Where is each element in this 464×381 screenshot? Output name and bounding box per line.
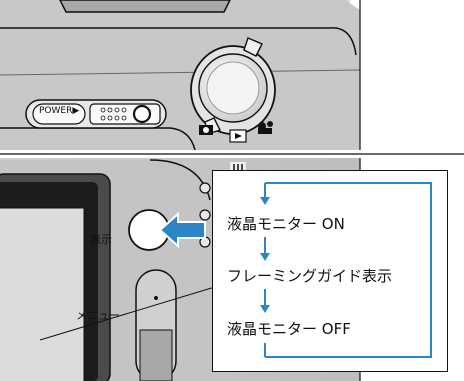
movie-mode-icon [258, 121, 273, 134]
power-switch[interactable] [25, 99, 167, 129]
display-button-label: 表示 [90, 233, 112, 246]
camera-back-panel [0, 158, 361, 381]
step-framing-guide: フレーミングガイド表示 [227, 267, 393, 285]
power-label: POWER▶ [39, 106, 80, 116]
menu-label: メニュー [76, 309, 120, 322]
press-arrow-icon [158, 211, 206, 249]
step-monitor-on: 液晶モニター ON [227, 215, 345, 233]
camera-mode-icon [199, 125, 213, 135]
playback-mode-icon [229, 129, 247, 143]
cycle-diagram [260, 182, 432, 358]
display-mode-callout: 液晶モニター ON フレーミングガイド表示 液晶モニター OFF [212, 170, 448, 372]
step-monitor-off: 液晶モニター OFF [227, 320, 351, 338]
mode-dial[interactable] [190, 37, 276, 135]
